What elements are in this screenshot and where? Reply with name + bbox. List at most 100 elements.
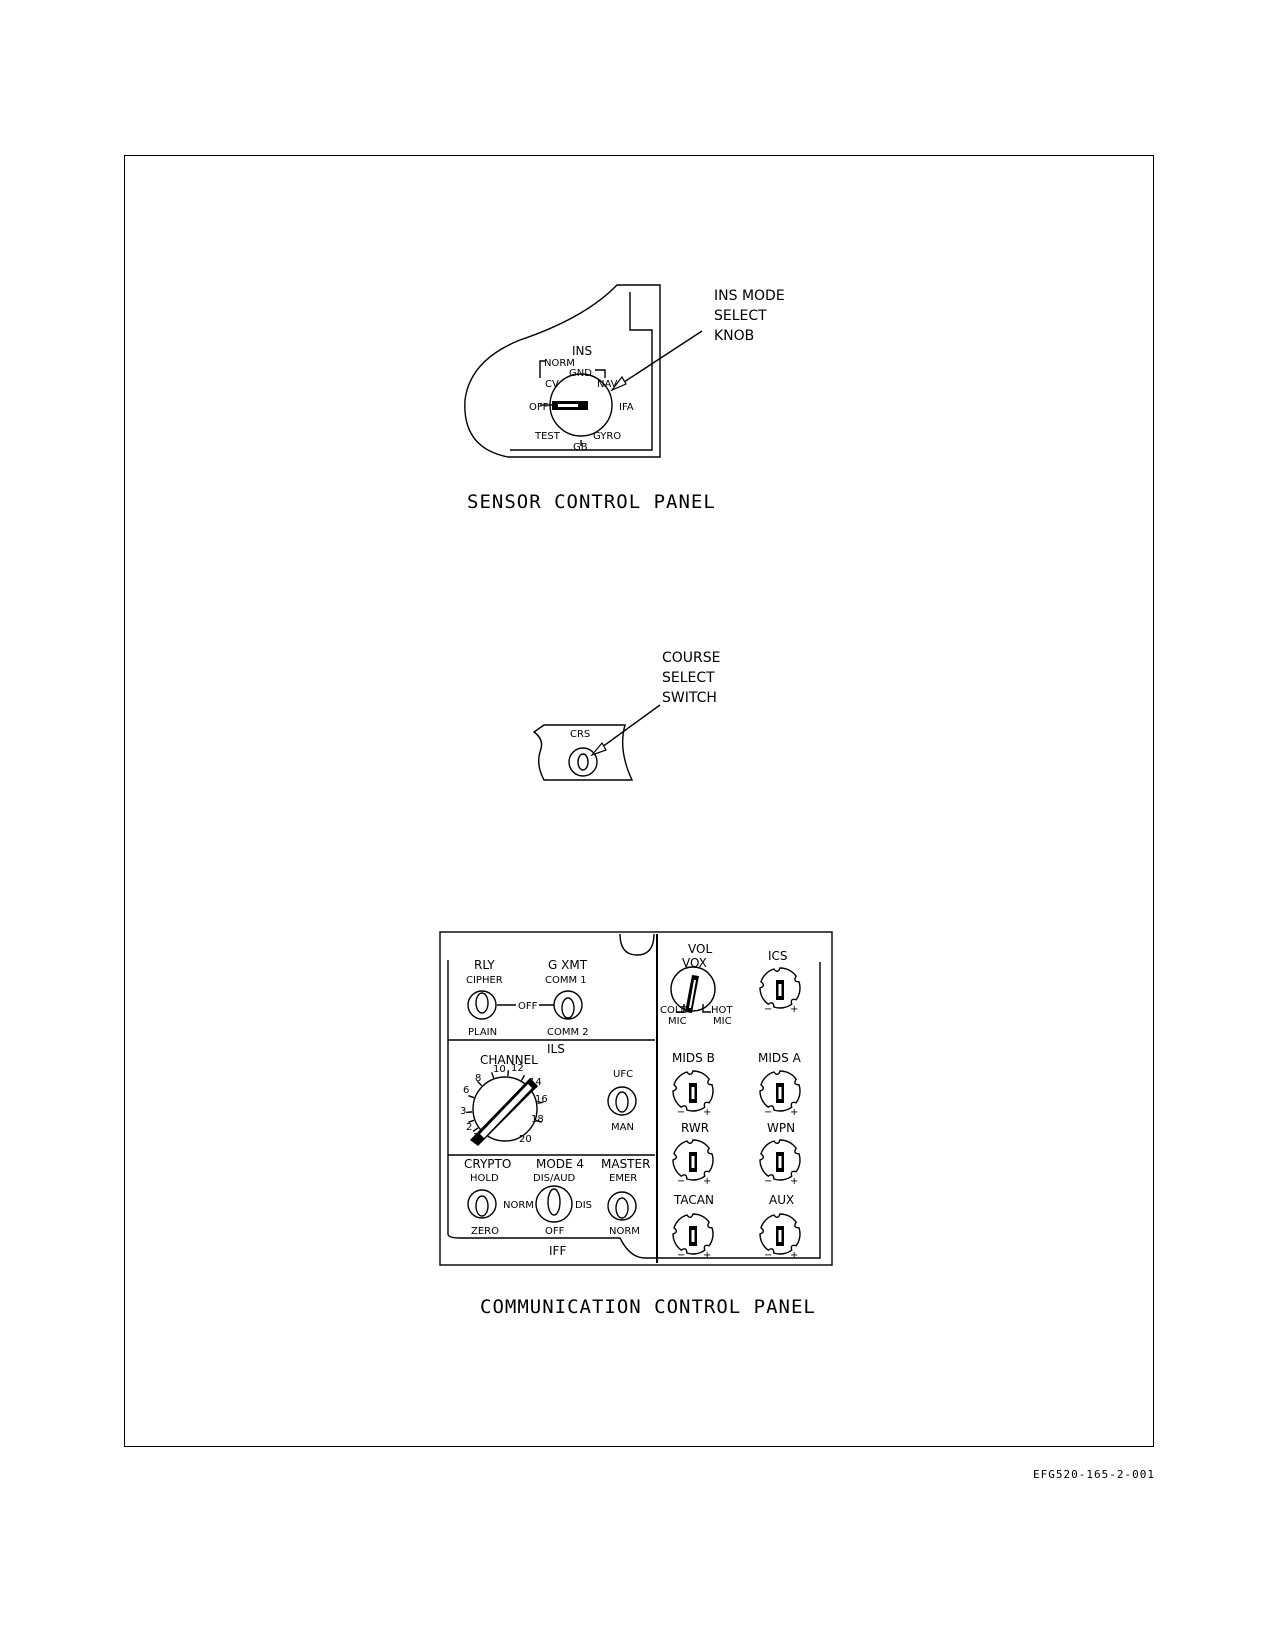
channel-label-3: 3: [460, 1106, 466, 1117]
volume-knob-mids-a[interactable]: [759, 1070, 801, 1112]
gxmt-title: G XMT: [548, 958, 588, 972]
cv-label: CV: [545, 379, 559, 390]
vol-label: VOL: [688, 942, 712, 956]
channel-label-14: 14: [529, 1077, 542, 1088]
channel-tick: [476, 1080, 483, 1087]
crypto-norm: NORM: [503, 1200, 534, 1211]
aux-label: AUX: [769, 1193, 794, 1207]
ics-label: ICS: [768, 949, 788, 963]
crypto-zero: ZERO: [471, 1226, 499, 1237]
ufc-label: UFC: [613, 1069, 633, 1080]
minus-mark: −: [764, 1176, 772, 1187]
comm-panel-caption: COMMUNICATION CONTROL PANEL: [480, 1296, 816, 1318]
sensor-panel-caption: SENSOR CONTROL PANEL: [467, 491, 716, 513]
channel-tick: [520, 1074, 526, 1081]
rwr-label: RWR: [681, 1121, 709, 1135]
plus-mark: +: [790, 1004, 798, 1015]
gyro-label: GYRO: [593, 431, 621, 442]
volume-knob-rwr[interactable]: [672, 1139, 714, 1181]
volume-knob-mids-b[interactable]: [672, 1070, 714, 1112]
master-norm: NORM: [609, 1226, 640, 1237]
crs-callout-line-3: SWITCH: [662, 690, 717, 706]
channel-label-10: 10: [493, 1064, 506, 1075]
plus-mark: +: [703, 1107, 711, 1118]
gb-label: GB: [573, 442, 588, 453]
volume-knob-wpn[interactable]: [759, 1139, 801, 1181]
vox-hot: HOT: [711, 1005, 733, 1016]
test-label: TEST: [534, 431, 561, 442]
ins-label: INS: [572, 344, 592, 358]
ins-callout-line-2: SELECT: [714, 308, 767, 324]
rly-cipher: CIPHER: [466, 975, 503, 986]
crs-callout-line-2: SELECT: [662, 670, 715, 686]
channel-label-6: 6: [463, 1085, 469, 1096]
nav-label: NAV: [597, 379, 618, 390]
mode4-dis: DIS: [575, 1200, 592, 1211]
vox-cold: COLD: [660, 1005, 688, 1016]
minus-mark: −: [677, 1176, 685, 1187]
vox-hot-mic: MIC: [713, 1016, 732, 1027]
channel-label-1: 1: [473, 1132, 479, 1143]
minus-mark: −: [764, 1004, 772, 1015]
rly-title: RLY: [474, 958, 495, 972]
channel-label-20: 20: [519, 1134, 532, 1145]
channel-tick: [468, 1095, 475, 1099]
channel-tick: [531, 1086, 538, 1091]
plus-mark: +: [703, 1176, 711, 1187]
plus-mark: +: [703, 1250, 711, 1261]
minus-mark: −: [764, 1107, 772, 1118]
crs-label: CRS: [570, 729, 590, 740]
mids-b-label: MIDS B: [672, 1051, 715, 1065]
channel-label-2: 2: [466, 1122, 472, 1133]
channel-tick: [507, 1070, 510, 1077]
ins-callout-line-3: KNOB: [714, 328, 754, 344]
crypto-title: CRYPTO: [464, 1157, 511, 1171]
rly-plain: PLAIN: [468, 1027, 497, 1038]
gxmt-comm2: COMM 2: [547, 1027, 589, 1038]
norm-label: NORM: [544, 358, 575, 369]
channel-tick: [491, 1072, 495, 1079]
channel-tick: [472, 1127, 479, 1132]
channel-ticks: [466, 1070, 544, 1132]
mode4-disaud: DIS/AUD: [533, 1173, 576, 1184]
volume-knob-tacan[interactable]: [672, 1213, 714, 1255]
mode4-title: MODE 4: [536, 1157, 584, 1171]
crs-callout-line-1: COURSE: [662, 650, 721, 666]
mids-a-label: MIDS A: [758, 1051, 802, 1065]
diagram-frame: [124, 155, 1154, 1447]
minus-mark: −: [677, 1250, 685, 1261]
volume-knob-aux[interactable]: [759, 1213, 801, 1255]
ils-title: ILS: [547, 1042, 565, 1056]
channel-label: CHANNEL: [480, 1053, 538, 1067]
course-select-panel: CRS COURSE SELECT SWITCH: [532, 650, 721, 781]
channel-tick: [537, 1101, 544, 1104]
wpn-label: WPN: [767, 1121, 795, 1135]
gnd-label: GND: [569, 368, 592, 379]
channel-tick: [468, 1119, 475, 1123]
plus-mark: +: [790, 1250, 798, 1261]
ins-callout-line-1: INS MODE: [714, 288, 785, 304]
channel-label-16: 16: [535, 1094, 548, 1105]
iff-title: IFF: [549, 1244, 566, 1258]
channel-tick: [466, 1111, 473, 1114]
crypto-hold: HOLD: [470, 1173, 499, 1184]
vox-cold-mic: MIC: [668, 1016, 687, 1027]
man-label: MAN: [611, 1122, 634, 1133]
ifa-label: IFA: [619, 402, 634, 413]
plus-mark: +: [790, 1176, 798, 1187]
vox-title: VOX: [682, 956, 707, 970]
channel-label-18: 18: [531, 1114, 544, 1125]
channel-tick: [535, 1119, 542, 1123]
master-emer: EMER: [609, 1173, 637, 1184]
volume-knob-ics[interactable]: [759, 967, 801, 1009]
rly-off: OFF: [518, 1001, 538, 1012]
volume-knobs: ICS−+MIDS B−+MIDS A−+RWR−+WPN−+TACAN−+AU…: [672, 949, 802, 1261]
channel-label-8: 8: [475, 1073, 481, 1084]
master-title: MASTER: [601, 1157, 650, 1171]
communication-control-panel: VOL RLY CIPHER PLAIN OFF G XMT COMM 1 CO…: [439, 931, 833, 1266]
figure-id: EFG520-165-2-001: [1033, 1468, 1155, 1481]
mode4-off: OFF: [545, 1226, 565, 1237]
minus-mark: −: [764, 1250, 772, 1261]
